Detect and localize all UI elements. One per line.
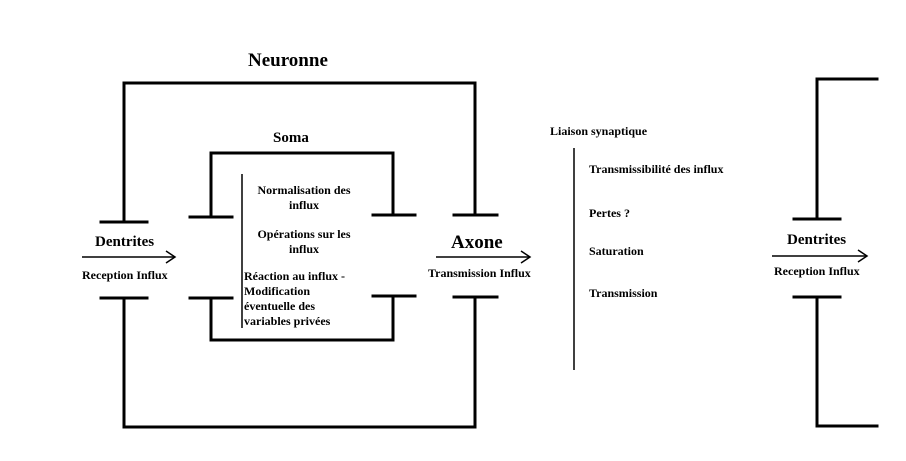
dendrite-arrow-head — [165, 250, 177, 264]
next-dendrite-arrow-head — [857, 249, 869, 263]
synapse-title: Liaison synaptique — [550, 124, 648, 138]
axon-arrow-head — [520, 250, 532, 264]
soma-operation: Normalisation des influx — [257, 183, 351, 212]
synapse-item: Transmissibilité des influx — [589, 162, 724, 176]
synapse-item: Saturation — [589, 244, 644, 258]
dendrites-sub: Reception Influx — [82, 268, 168, 282]
axon-sub: Transmission Influx — [428, 266, 531, 280]
synapse-item: Transmission — [589, 286, 658, 300]
soma-title: Soma — [273, 130, 309, 146]
next-dendrites-sub: Reception Influx — [774, 264, 860, 278]
soma-frame-bottom — [209, 294, 395, 342]
axon-label: Axone — [451, 232, 503, 253]
synapse-item: Pertes ? — [589, 206, 630, 220]
soma-operation: Réaction au influx - Modification éventu… — [244, 269, 346, 328]
soma-operation: Opérations sur les influx — [257, 227, 351, 256]
soma-frame-top — [209, 151, 395, 219]
dendrites-label: Dentrites — [95, 234, 155, 250]
neuron-frame-bottom — [122, 295, 477, 429]
neuron-title: Neuronne — [248, 50, 328, 71]
next-dendrites-label: Dentrites — [787, 232, 847, 248]
next-neuron-frame-bottom — [815, 295, 879, 428]
next-neuron-frame-top — [815, 77, 879, 221]
neuron-frame-top — [122, 81, 477, 224]
